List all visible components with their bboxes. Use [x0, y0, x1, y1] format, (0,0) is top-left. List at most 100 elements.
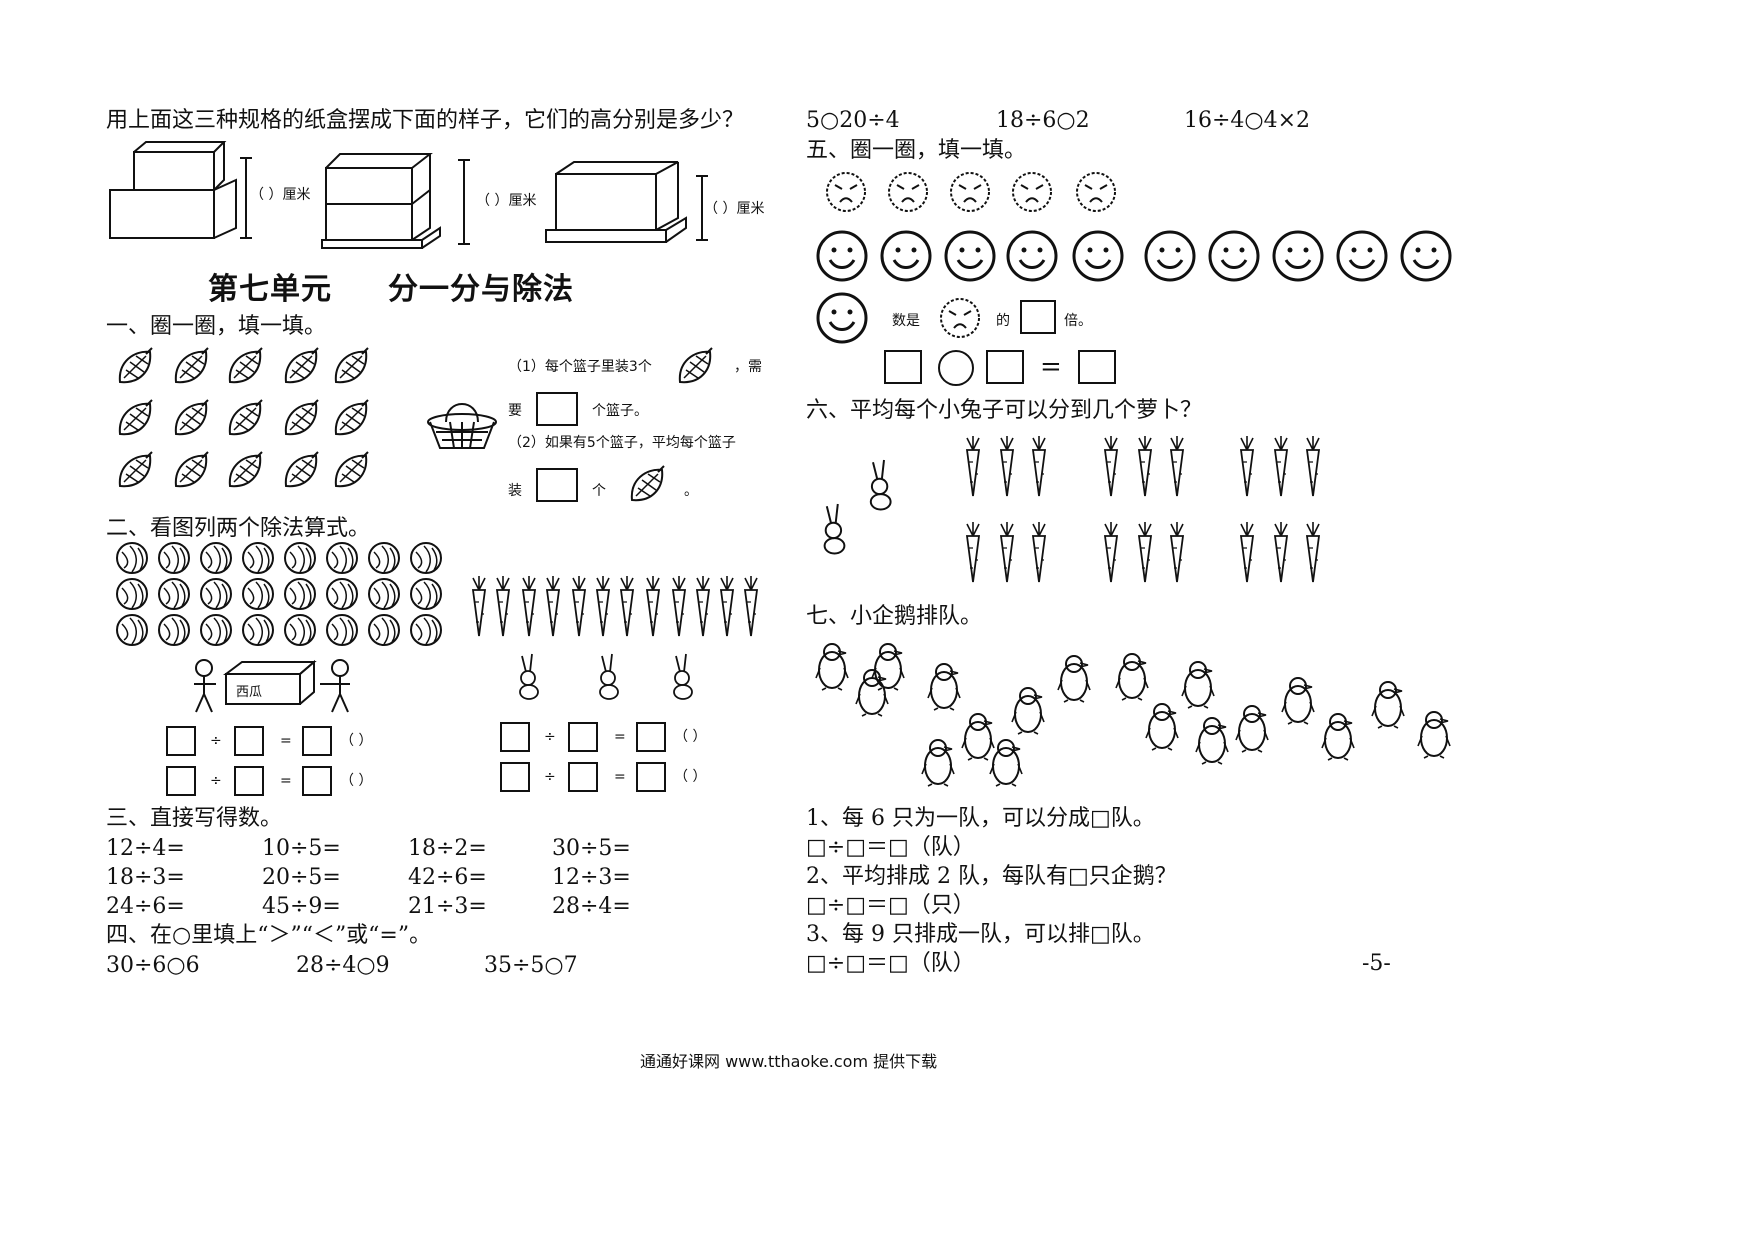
answer-box[interactable] [1078, 350, 1116, 384]
height-label-1: （ ）厘米 [250, 187, 311, 203]
penguin-group [815, 643, 1451, 787]
div-sign: ÷ [210, 773, 222, 789]
section-5-title: 五、圈一圈，填一填。 [806, 138, 1027, 163]
paren: （ ） [340, 773, 373, 789]
compare-item: 18÷6○2 [996, 108, 1090, 133]
sec7-line: □÷□＝□（只） [806, 893, 975, 918]
div-sign: ÷ [544, 729, 556, 745]
sec1-q2a: （2）如果有5个篮子，平均每个篮子 [508, 435, 736, 451]
calc-item: 20÷5= [262, 865, 341, 890]
eq-sign: = [280, 773, 292, 789]
answer-box[interactable] [234, 766, 264, 796]
section-3-title: 三、直接写得数。 [106, 806, 283, 831]
answer-box[interactable] [234, 726, 264, 756]
children-with-box [194, 659, 350, 713]
answer-box[interactable] [302, 766, 332, 796]
calc-item: 18÷3= [106, 865, 185, 890]
div-sign: ÷ [210, 733, 222, 749]
sec1-q1b: ，需 [734, 359, 762, 375]
sec7-line: 3、每 9 只排成一队，可以排□队。 [806, 922, 1155, 947]
answer-box[interactable] [636, 722, 666, 752]
answer-box[interactable] [1020, 300, 1056, 334]
sec7-line: □÷□＝□（队） [806, 951, 975, 976]
sec1-q1a: （1）每个篮子里装3个 [508, 359, 652, 375]
paren: （ ） [674, 729, 707, 745]
compare-item: 16÷4○4×2 [1184, 108, 1311, 133]
answer-box[interactable] [568, 762, 598, 792]
calc-item: 18÷2= [408, 836, 487, 861]
calc-item: 42÷6= [408, 865, 487, 890]
sec5-text-a: 数是 [892, 313, 920, 329]
sec7-line: □÷□＝□（队） [806, 835, 975, 860]
answer-box[interactable] [636, 762, 666, 792]
basket-icon [427, 403, 497, 449]
sad-face-icon [940, 298, 980, 338]
answer-box[interactable] [884, 350, 922, 384]
rabbit-pair [823, 459, 892, 555]
answer-box[interactable] [536, 468, 578, 502]
paren: （ ） [674, 769, 707, 785]
calc-item: 45÷9= [262, 894, 341, 919]
compare-item: 28÷4○9 [296, 953, 390, 978]
calc-item: 24÷6= [106, 894, 185, 919]
leaf-grid [118, 347, 369, 488]
section-6-title: 六、平均每个小兔子可以分到几个萝卜？ [806, 398, 1203, 423]
calc-item: 30÷5= [552, 836, 631, 861]
answer-box[interactable] [568, 722, 598, 752]
calc-item: 10÷5= [262, 836, 341, 861]
section-2-title: 二、看图列两个除法算式。 [106, 516, 371, 541]
height-label-2: （ ）厘米 [476, 193, 537, 209]
sec7-line: 2、平均排成 2 队，每队有□只企鹅？ [806, 864, 1177, 889]
sec7-line: 1、每 6 只为一队，可以分成□队。 [806, 806, 1155, 831]
watermelon-grid [116, 542, 442, 646]
answer-box[interactable] [166, 726, 196, 756]
box-label: 西瓜 [236, 685, 263, 700]
box-stack-3 [545, 161, 708, 243]
eq-sign: = [1040, 352, 1062, 382]
sec1-q2b: 装 [508, 483, 522, 499]
answer-box[interactable] [302, 726, 332, 756]
happy-face-row [816, 230, 1452, 282]
section-4-title: 四、在○里填上“＞”“＜”或“=”。 [106, 923, 432, 948]
answer-box[interactable] [536, 392, 578, 426]
eq-sign: = [614, 729, 626, 745]
section-1-title: 一、圈一圈，填一填。 [106, 314, 327, 339]
answer-box[interactable] [166, 766, 196, 796]
answer-box[interactable] [500, 722, 530, 752]
happy-face-icon [816, 292, 868, 344]
sec1-q2c: 个 [592, 483, 606, 499]
height-label-3: （ ）厘米 [704, 201, 765, 217]
rabbit-group [519, 653, 693, 700]
sec1-q2d: 。 [684, 483, 698, 499]
leaf-icon [630, 465, 665, 502]
section-7-title: 七、小企鹅排队。 [806, 604, 983, 629]
box-stack-2 [321, 153, 470, 249]
calc-item: 21÷3= [408, 894, 487, 919]
calc-item: 12÷3= [552, 865, 631, 890]
carrot-row [472, 575, 758, 637]
eq-sign: = [614, 769, 626, 785]
sec1-q1c: 要 [508, 403, 522, 419]
div-sign: ÷ [544, 769, 556, 785]
footer-credit: 通通好课网 www.tthaoke.com 提供下载 [640, 1052, 938, 1071]
eq-sign: = [280, 733, 292, 749]
compare-item: 35÷5○7 [484, 953, 578, 978]
page-number: -5- [1362, 951, 1391, 976]
leaf-icon [678, 347, 713, 384]
intro-question: 用上面这三种规格的纸盒摆成下面的样子，它们的高分别是多少？ [106, 108, 745, 133]
sec5-text-c: 倍。 [1064, 313, 1092, 329]
answer-box[interactable] [500, 762, 530, 792]
sec5-text-b: 的 [996, 313, 1010, 329]
compare-item: 30÷6○6 [106, 953, 200, 978]
answer-box[interactable] [986, 350, 1024, 384]
box-stack-1 [109, 141, 252, 239]
sad-face-row [826, 172, 1116, 212]
calc-item: 12÷4= [106, 836, 185, 861]
operator-circle[interactable] [938, 350, 974, 386]
compare-item: 5○20÷4 [806, 108, 900, 133]
paren: （ ） [340, 733, 373, 749]
carrot-groups [966, 435, 1320, 583]
unit-subtitle: 分一分与除法 [388, 272, 574, 307]
sec1-q1d: 个篮子。 [592, 403, 648, 419]
unit-title: 第七单元 [208, 272, 332, 307]
